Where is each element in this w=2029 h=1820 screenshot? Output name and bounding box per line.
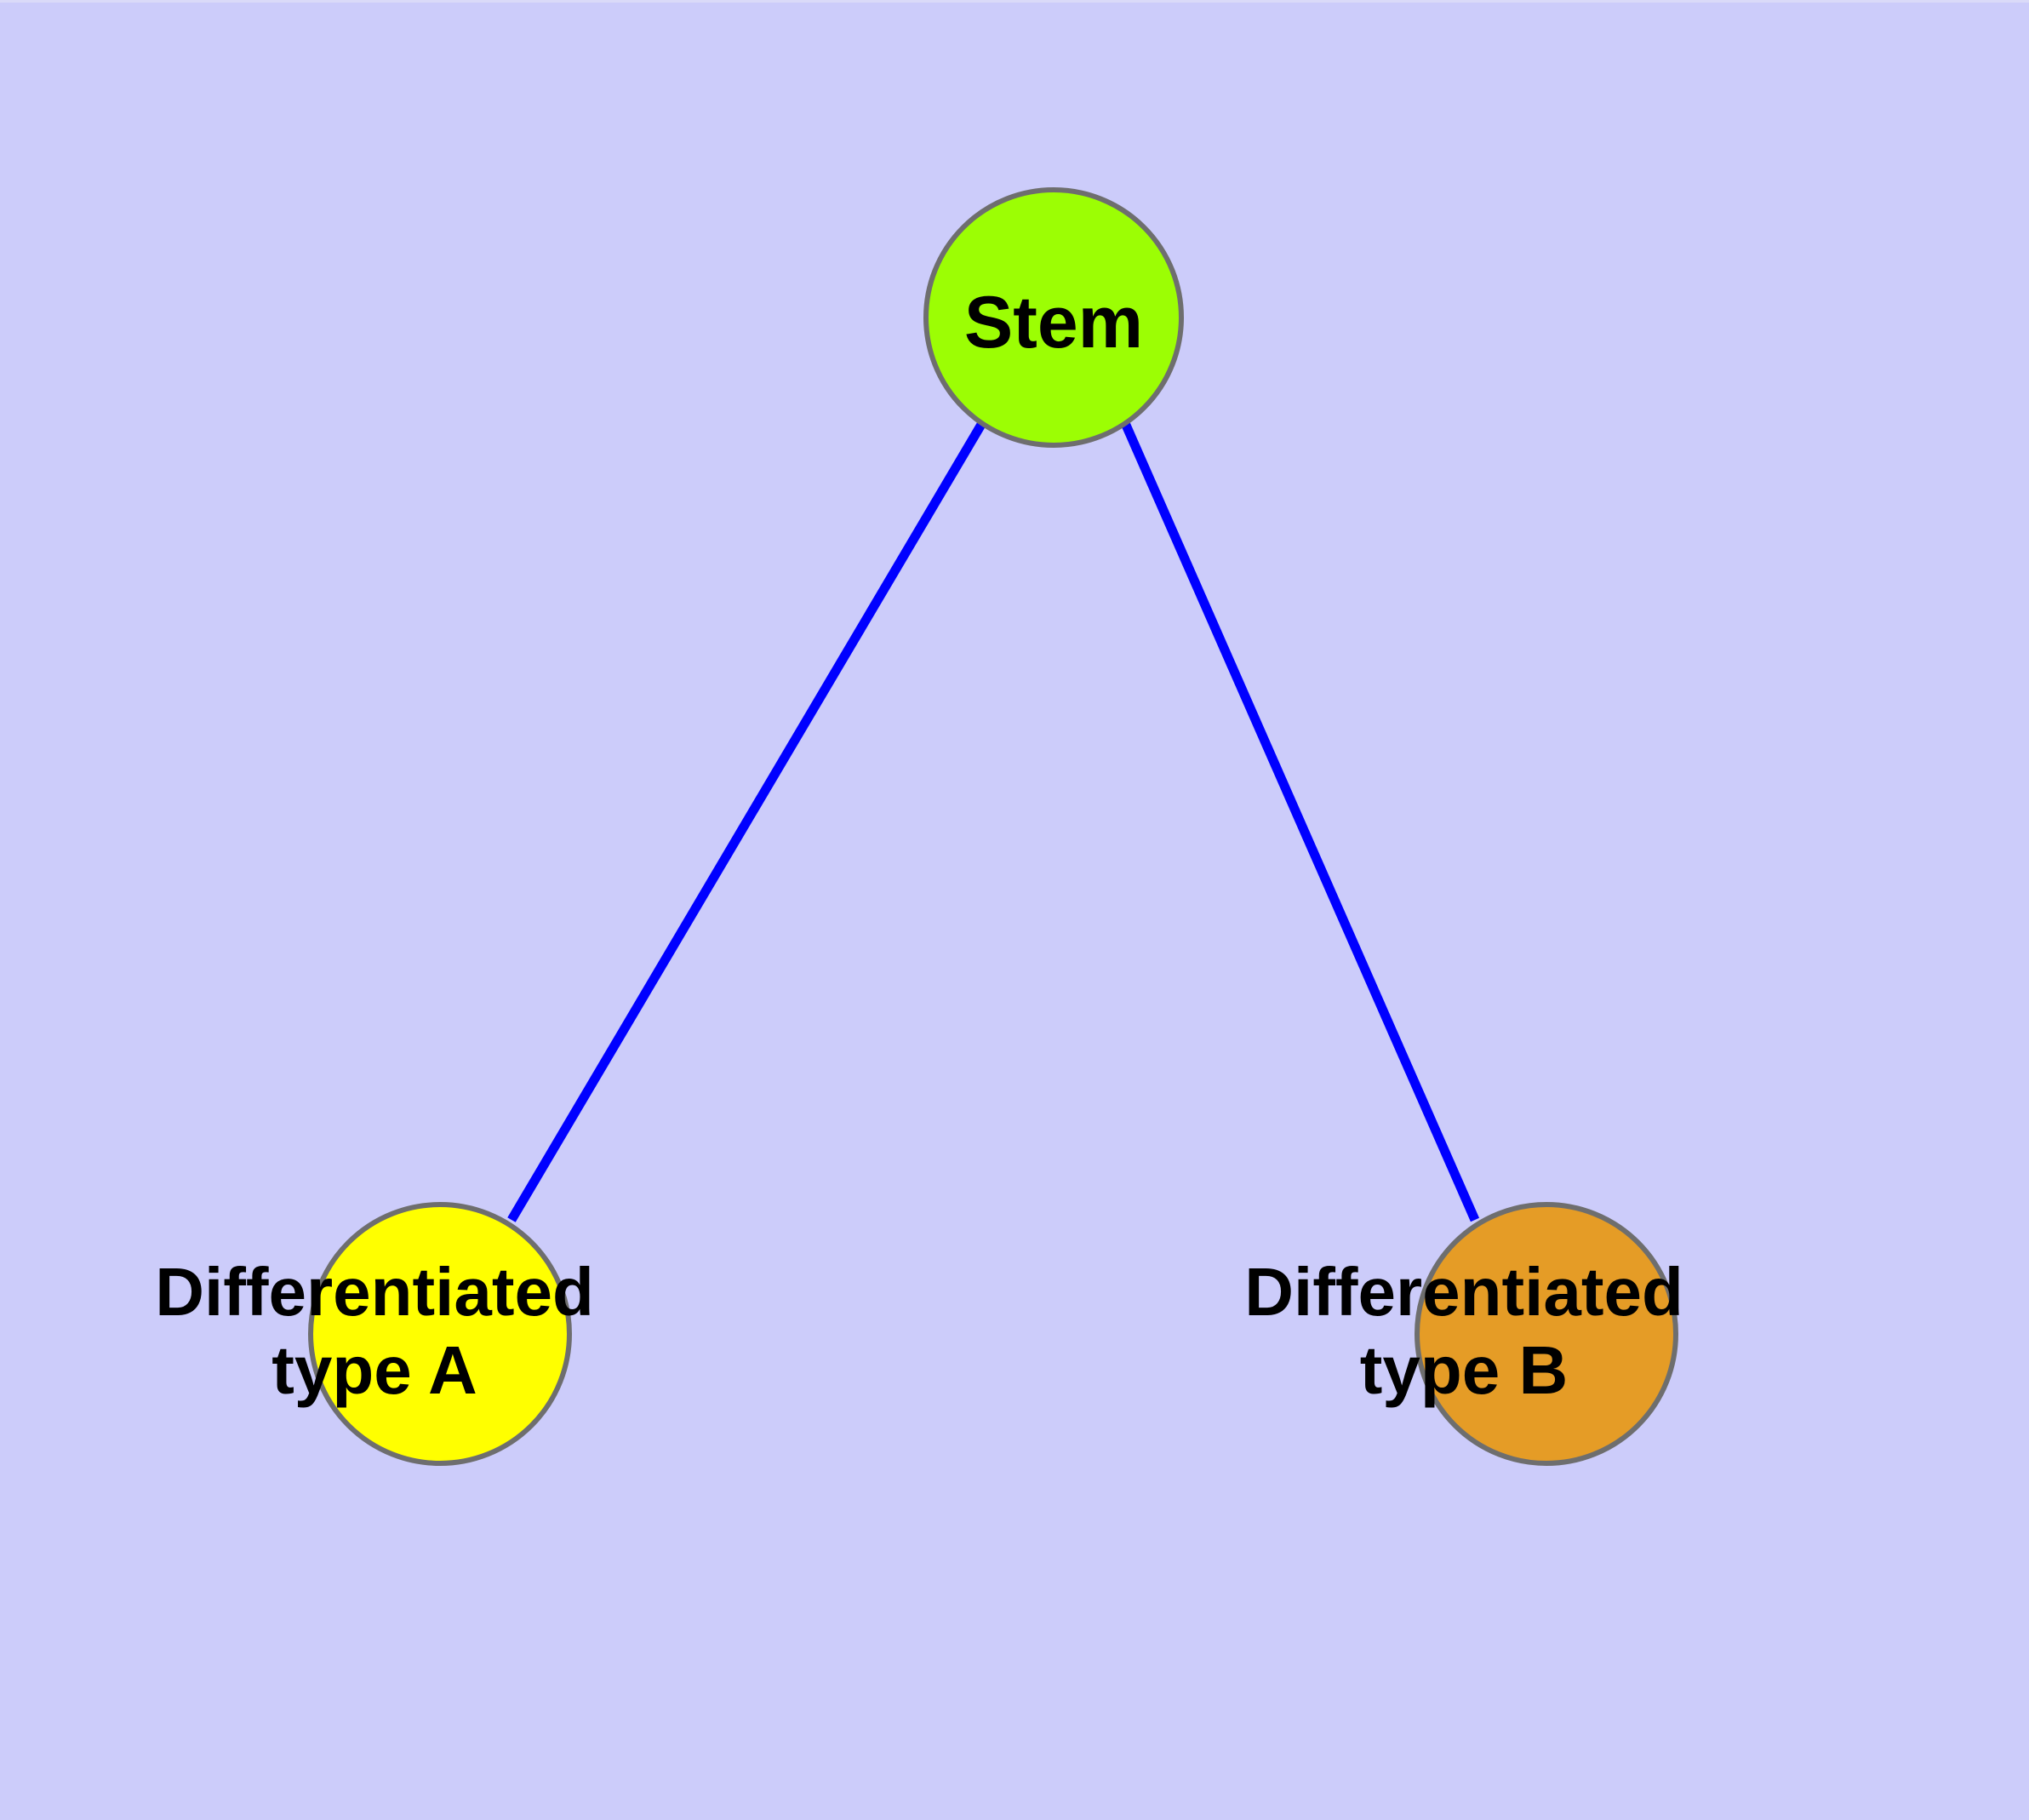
label-line: type B bbox=[1360, 1332, 1569, 1408]
label-line: Differentiated bbox=[1244, 1254, 1683, 1330]
node-differentiated-type-a-circle[interactable] bbox=[308, 1202, 572, 1466]
edge-stem-to-diff-a[interactable] bbox=[507, 421, 986, 1222]
node-stem[interactable]: Stem bbox=[923, 187, 1184, 448]
edge-layer bbox=[507, 421, 1480, 1222]
node-differentiated-type-b-circle[interactable] bbox=[1415, 1202, 1678, 1466]
node-stem-circle[interactable] bbox=[923, 187, 1184, 448]
edge-stem-to-diff-b[interactable] bbox=[1120, 421, 1480, 1222]
label-line: type A bbox=[271, 1332, 477, 1408]
node-stem-label: Stem bbox=[964, 282, 1143, 363]
label-line: Stem bbox=[964, 282, 1143, 363]
label-line: Differentiated bbox=[155, 1254, 594, 1330]
canvas-top-edge-strip bbox=[0, 0, 2029, 3]
